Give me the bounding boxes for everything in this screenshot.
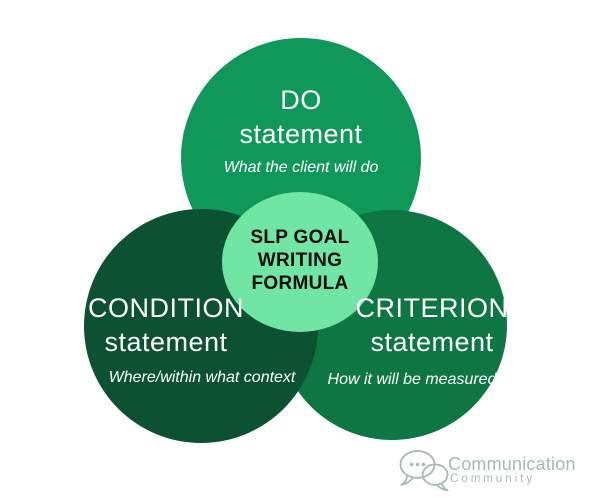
center-formula-line3: FORMULA bbox=[251, 273, 349, 294]
criterion-title-line1: CRITERION bbox=[355, 293, 509, 323]
speech-bubbles-icon bbox=[399, 450, 449, 492]
criterion-title-line2: statement bbox=[370, 327, 494, 357]
condition-title-line1: CONDITION bbox=[88, 293, 244, 323]
communication-community-logo: Communication Community bbox=[396, 446, 576, 494]
center-formula-line2: WRITING bbox=[257, 250, 343, 271]
criterion-circle-title: CRITERION statement bbox=[322, 291, 542, 359]
center-formula-title: SLP GOAL WRITING FORMULA bbox=[220, 226, 380, 295]
do-circle-title: DO statement bbox=[191, 83, 411, 151]
condition-title-line2: statement bbox=[104, 327, 228, 357]
condition-circle-title: CONDITION statement bbox=[56, 291, 276, 359]
condition-circle-description: Where/within what context bbox=[108, 369, 296, 386]
logo-text: Communication Community bbox=[448, 455, 576, 486]
logo-subname: Community bbox=[450, 472, 536, 485]
do-circle-description: What the client will do bbox=[223, 159, 379, 176]
criterion-circle-description: How it will be measured bbox=[327, 371, 497, 388]
center-formula-circle bbox=[222, 192, 378, 332]
do-title-line2: statement bbox=[239, 119, 363, 149]
do-title-line1: DO bbox=[280, 85, 322, 115]
logo-name: Communication bbox=[448, 453, 576, 474]
center-formula-line1: SLP GOAL bbox=[250, 227, 350, 248]
